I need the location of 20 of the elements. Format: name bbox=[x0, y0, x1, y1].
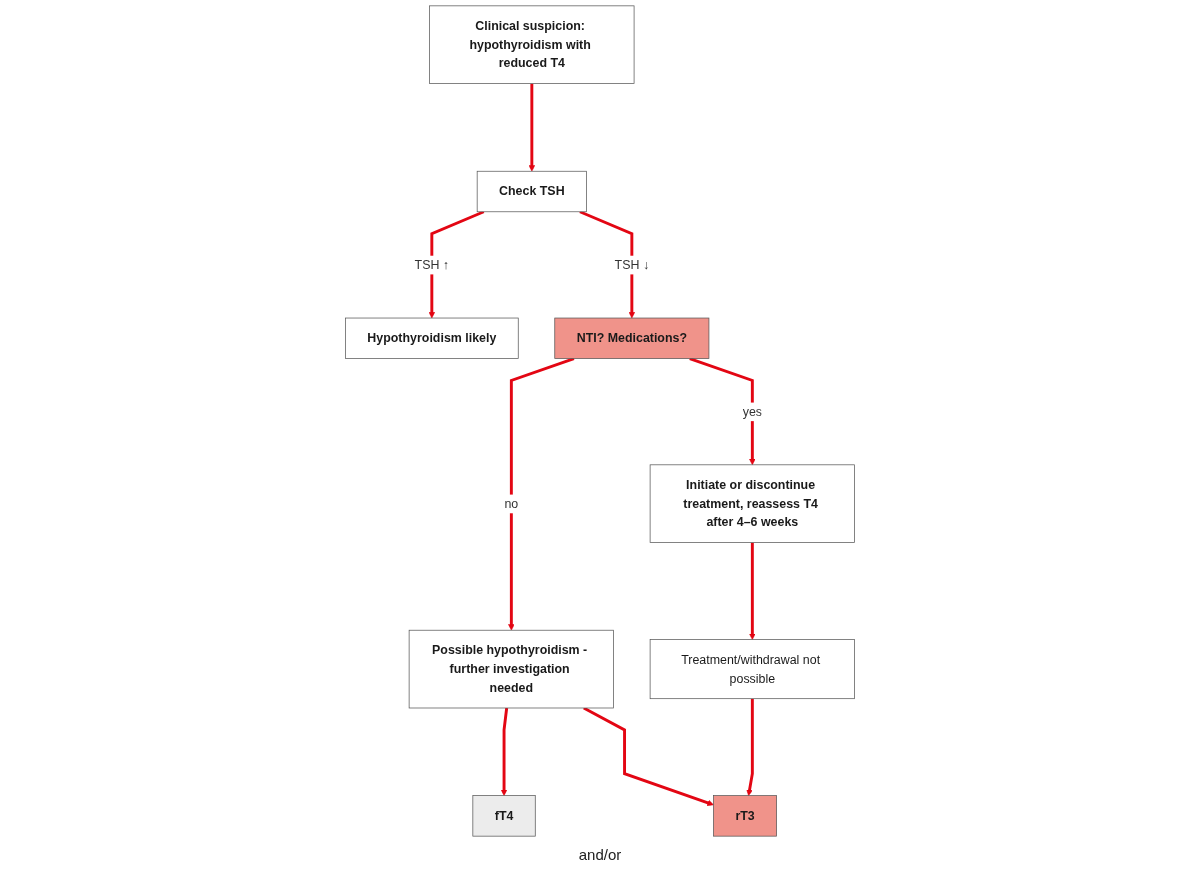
edge-label: yes bbox=[742, 404, 763, 419]
node-box: Check TSH bbox=[476, 170, 587, 213]
edge-label: no bbox=[504, 496, 519, 511]
node-box: Clinical suspicion: hypothyroidism with reduced T4 bbox=[429, 5, 635, 84]
arrow bbox=[528, 83, 536, 172]
edge-label: TSH ↑ bbox=[414, 257, 450, 272]
node-box: NTI? Medications? bbox=[554, 317, 710, 359]
node-box: Possible hypothyroidism - further investigation needed bbox=[408, 629, 614, 709]
node-box: Initiate or discontinue treatment, reassess T4 after 4–6 weeks bbox=[649, 464, 855, 543]
node-box: Hypothyroidism likely bbox=[345, 317, 519, 359]
arrow bbox=[500, 707, 509, 796]
arrow bbox=[746, 698, 754, 796]
arrow bbox=[689, 357, 756, 466]
arrow bbox=[749, 542, 756, 640]
edge-label: TSH ↓ bbox=[614, 257, 650, 272]
node-box: rT3 bbox=[713, 795, 777, 837]
note-text: and/or bbox=[578, 846, 622, 863]
node-box: fT4 bbox=[472, 795, 536, 837]
arrow bbox=[508, 357, 575, 631]
node-box: Treatment/withdrawal not possible bbox=[649, 639, 855, 700]
